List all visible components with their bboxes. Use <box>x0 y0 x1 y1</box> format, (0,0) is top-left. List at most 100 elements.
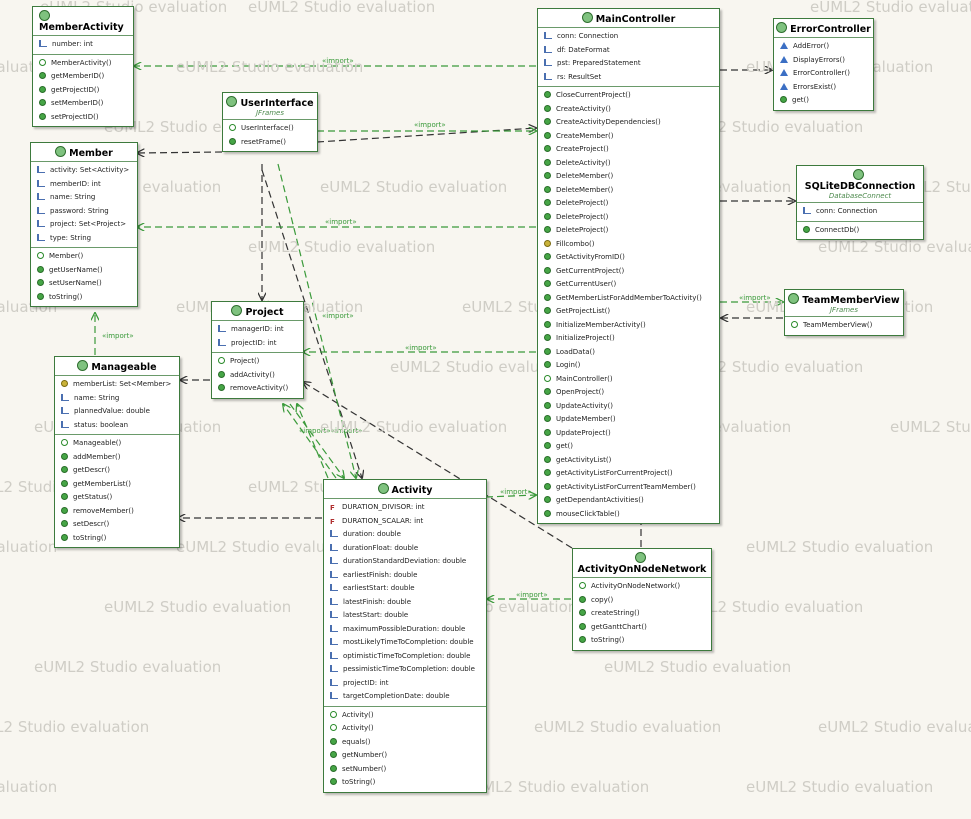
method: removeMember() <box>73 506 134 515</box>
method-icon <box>218 384 225 391</box>
method: toString() <box>591 636 625 644</box>
class-main-controller[interactable]: MainController conn: Connection df: Date… <box>537 8 720 524</box>
method-icon <box>544 361 551 368</box>
field: status: boolean <box>74 420 129 429</box>
field-icon <box>61 380 68 387</box>
method-icon <box>544 253 551 260</box>
import-ui-activity <box>277 163 356 478</box>
field: targetCompletionDate: double <box>343 692 450 700</box>
dep-ui-member <box>137 152 223 153</box>
method: setDescr() <box>73 520 110 528</box>
method: getDependantActivities() <box>556 496 644 504</box>
method: ActivityOnNodeNetwork() <box>591 582 681 590</box>
method-icon <box>544 347 551 355</box>
class-name: ErrorController <box>790 24 871 35</box>
method-icon <box>803 225 810 233</box>
method-icon <box>544 172 551 179</box>
method: CloseCurrentProject() <box>556 91 631 99</box>
field: conn: Connection <box>816 207 878 215</box>
dep-aon-project <box>303 382 573 549</box>
stereotype: JFrames <box>255 109 285 117</box>
field: pst: PreparedStatement <box>557 59 641 67</box>
method: setMemberID() <box>51 99 104 107</box>
method-icon <box>544 104 551 112</box>
field-icon <box>544 72 552 80</box>
method-icon <box>780 96 787 103</box>
method: removeActivity() <box>230 384 289 392</box>
field: memberID: int <box>50 179 101 188</box>
static-field-icon: F <box>330 504 335 512</box>
method-icon <box>544 307 551 314</box>
method: DeleteMember() <box>556 172 614 180</box>
field-icon <box>330 624 338 632</box>
constructor-icon <box>39 58 46 66</box>
import-activity-mc <box>485 495 536 497</box>
field-icon <box>37 179 45 187</box>
method-icon <box>330 737 337 745</box>
field: name: String <box>74 393 120 402</box>
field-icon <box>330 557 338 564</box>
constructor-icon <box>61 439 68 446</box>
class-member-activity[interactable]: MemberActivity number: int MemberActivit… <box>32 6 134 127</box>
method: UpdateMember() <box>556 415 616 423</box>
method: ErrorController() <box>793 69 850 77</box>
class-error-controller[interactable]: ErrorController AddError() DisplayErrors… <box>773 18 874 111</box>
constructor-icon <box>218 357 225 364</box>
class-name: Activity <box>391 485 433 496</box>
static-method-icon <box>544 442 551 449</box>
method-icon <box>544 158 551 166</box>
method-icon <box>579 595 586 603</box>
static-method-icon <box>780 55 788 63</box>
field: mostLikelyTimeToCompletion: double <box>343 638 474 646</box>
method: ErrorsExist() <box>793 82 837 91</box>
method-icon <box>544 226 551 233</box>
method: getProjectID() <box>51 85 100 94</box>
import-label: «import» <box>405 344 437 352</box>
class-name: MainController <box>595 14 676 25</box>
method-icon <box>39 112 46 120</box>
method: getUserName() <box>49 265 103 274</box>
field: earliestFinish: double <box>343 570 418 579</box>
class-icon <box>231 305 243 316</box>
method-icon <box>37 292 44 300</box>
method: getDescr() <box>73 466 111 474</box>
method: MemberActivity() <box>51 58 112 67</box>
field-icon <box>37 220 45 227</box>
method-icon <box>579 622 586 630</box>
class-manageable[interactable]: Manageable memberList: Set<Member> name:… <box>54 356 180 548</box>
method: setProjectID() <box>51 112 99 121</box>
field-icon <box>330 651 338 659</box>
method: GetMemberListForAddMemberToActivity() <box>556 293 702 302</box>
class-member[interactable]: Member activity: Set<Activity> memberID:… <box>30 142 138 307</box>
field: password: String <box>50 206 109 215</box>
method: UpdateProject() <box>556 428 611 437</box>
method-icon <box>544 496 551 503</box>
field: maximumPossibleDuration: double <box>343 624 466 633</box>
method: get() <box>792 96 809 104</box>
class-name: Project <box>245 307 284 318</box>
field-icon <box>330 570 338 578</box>
method-icon <box>544 212 551 220</box>
class-icon <box>776 22 788 33</box>
method: LoadData() <box>556 347 595 356</box>
class-activity-on-node-network[interactable]: ActivityOnNodeNetwork ActivityOnNodeNetw… <box>572 548 712 651</box>
class-name: Manageable <box>91 362 157 373</box>
method: getGanttChart() <box>591 622 647 631</box>
field: optimisticTimeToCompletion: double <box>343 651 471 660</box>
method: createString() <box>591 609 640 617</box>
class-icon <box>226 96 238 107</box>
field-icon <box>544 32 552 39</box>
class-project[interactable]: Project managerID: int projectID: int Pr… <box>211 301 304 399</box>
method: DeleteProject() <box>556 199 609 207</box>
field: DURATION_DIVISOR: int <box>342 503 425 511</box>
import-label: «import» <box>516 591 548 599</box>
method: DeleteMember() <box>556 185 614 194</box>
method-icon <box>37 279 44 286</box>
stereotype: JFrames <box>829 306 859 314</box>
method: toString() <box>342 778 376 786</box>
